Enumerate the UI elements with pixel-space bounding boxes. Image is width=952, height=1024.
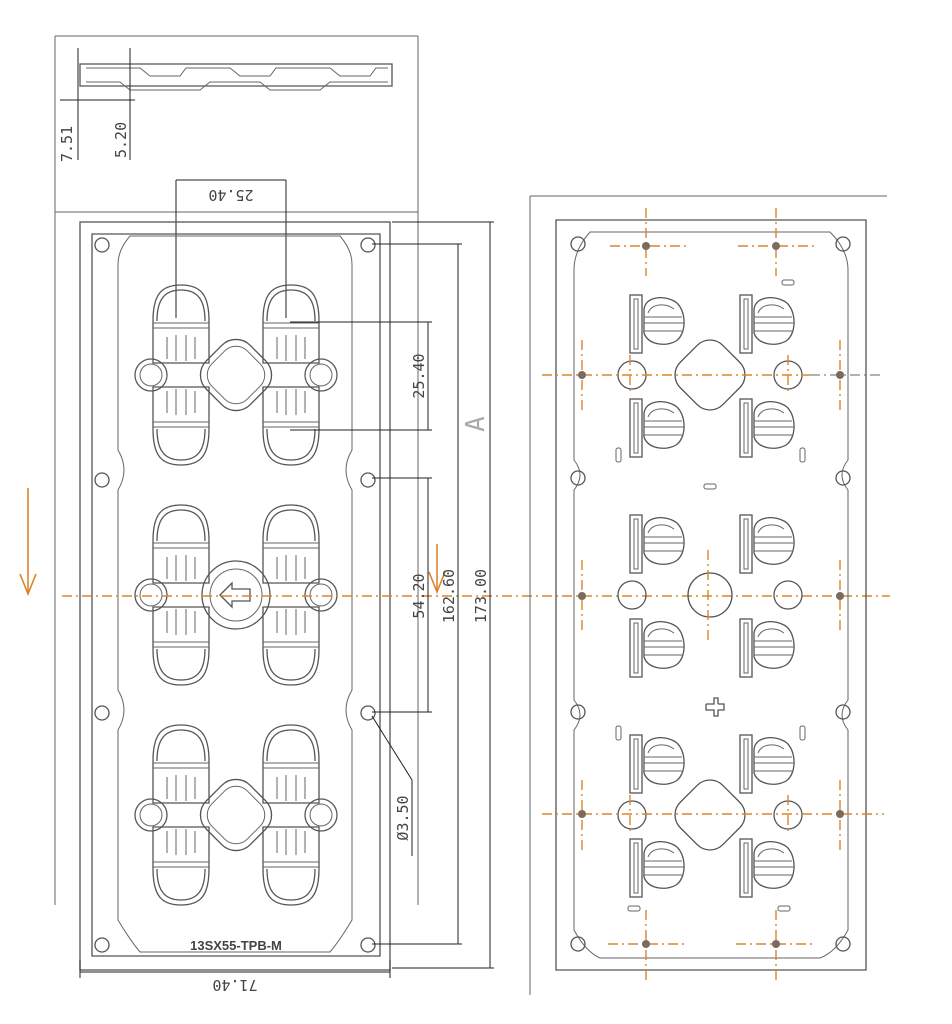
dim-hole-pitch: 54.20 [410, 573, 428, 618]
dim-hole-span-lines [372, 243, 462, 945]
part-label: 13SX55-TPB-M [190, 938, 282, 953]
section-label: A [461, 416, 491, 432]
dim-hole-pitch-lines [372, 477, 432, 713]
dim-thickness-total: 7.51 [58, 126, 76, 162]
side-view [54, 35, 419, 905]
dim-overall-length: 173.00 [472, 569, 490, 623]
dim-overall-width: 71.40 [212, 976, 257, 994]
rear-view [529, 195, 887, 995]
dim-lens-pitch-side-lines [290, 321, 432, 431]
section-arrow-left [19, 488, 37, 597]
dim-lens-pitch-side: 25.40 [410, 353, 428, 398]
dim-lens-pitch-top: 25.40 [208, 186, 253, 204]
dim-hole-span: 162.60 [440, 569, 458, 623]
lens-module-middle [134, 504, 338, 686]
lens-module-top [135, 285, 337, 465]
section-arrow-middle [428, 544, 446, 595]
dim-hole-diameter-leader [371, 715, 413, 856]
dim-lens-pitch-top-lines [175, 179, 287, 318]
dim-hole-diameter: Ø3.50 [394, 795, 412, 840]
dim-overall-length-lines [392, 221, 494, 969]
lens-module-bottom [135, 725, 337, 905]
dim-thickness-base: 5.20 [112, 122, 130, 158]
dim-overall-width-lines [79, 960, 391, 978]
